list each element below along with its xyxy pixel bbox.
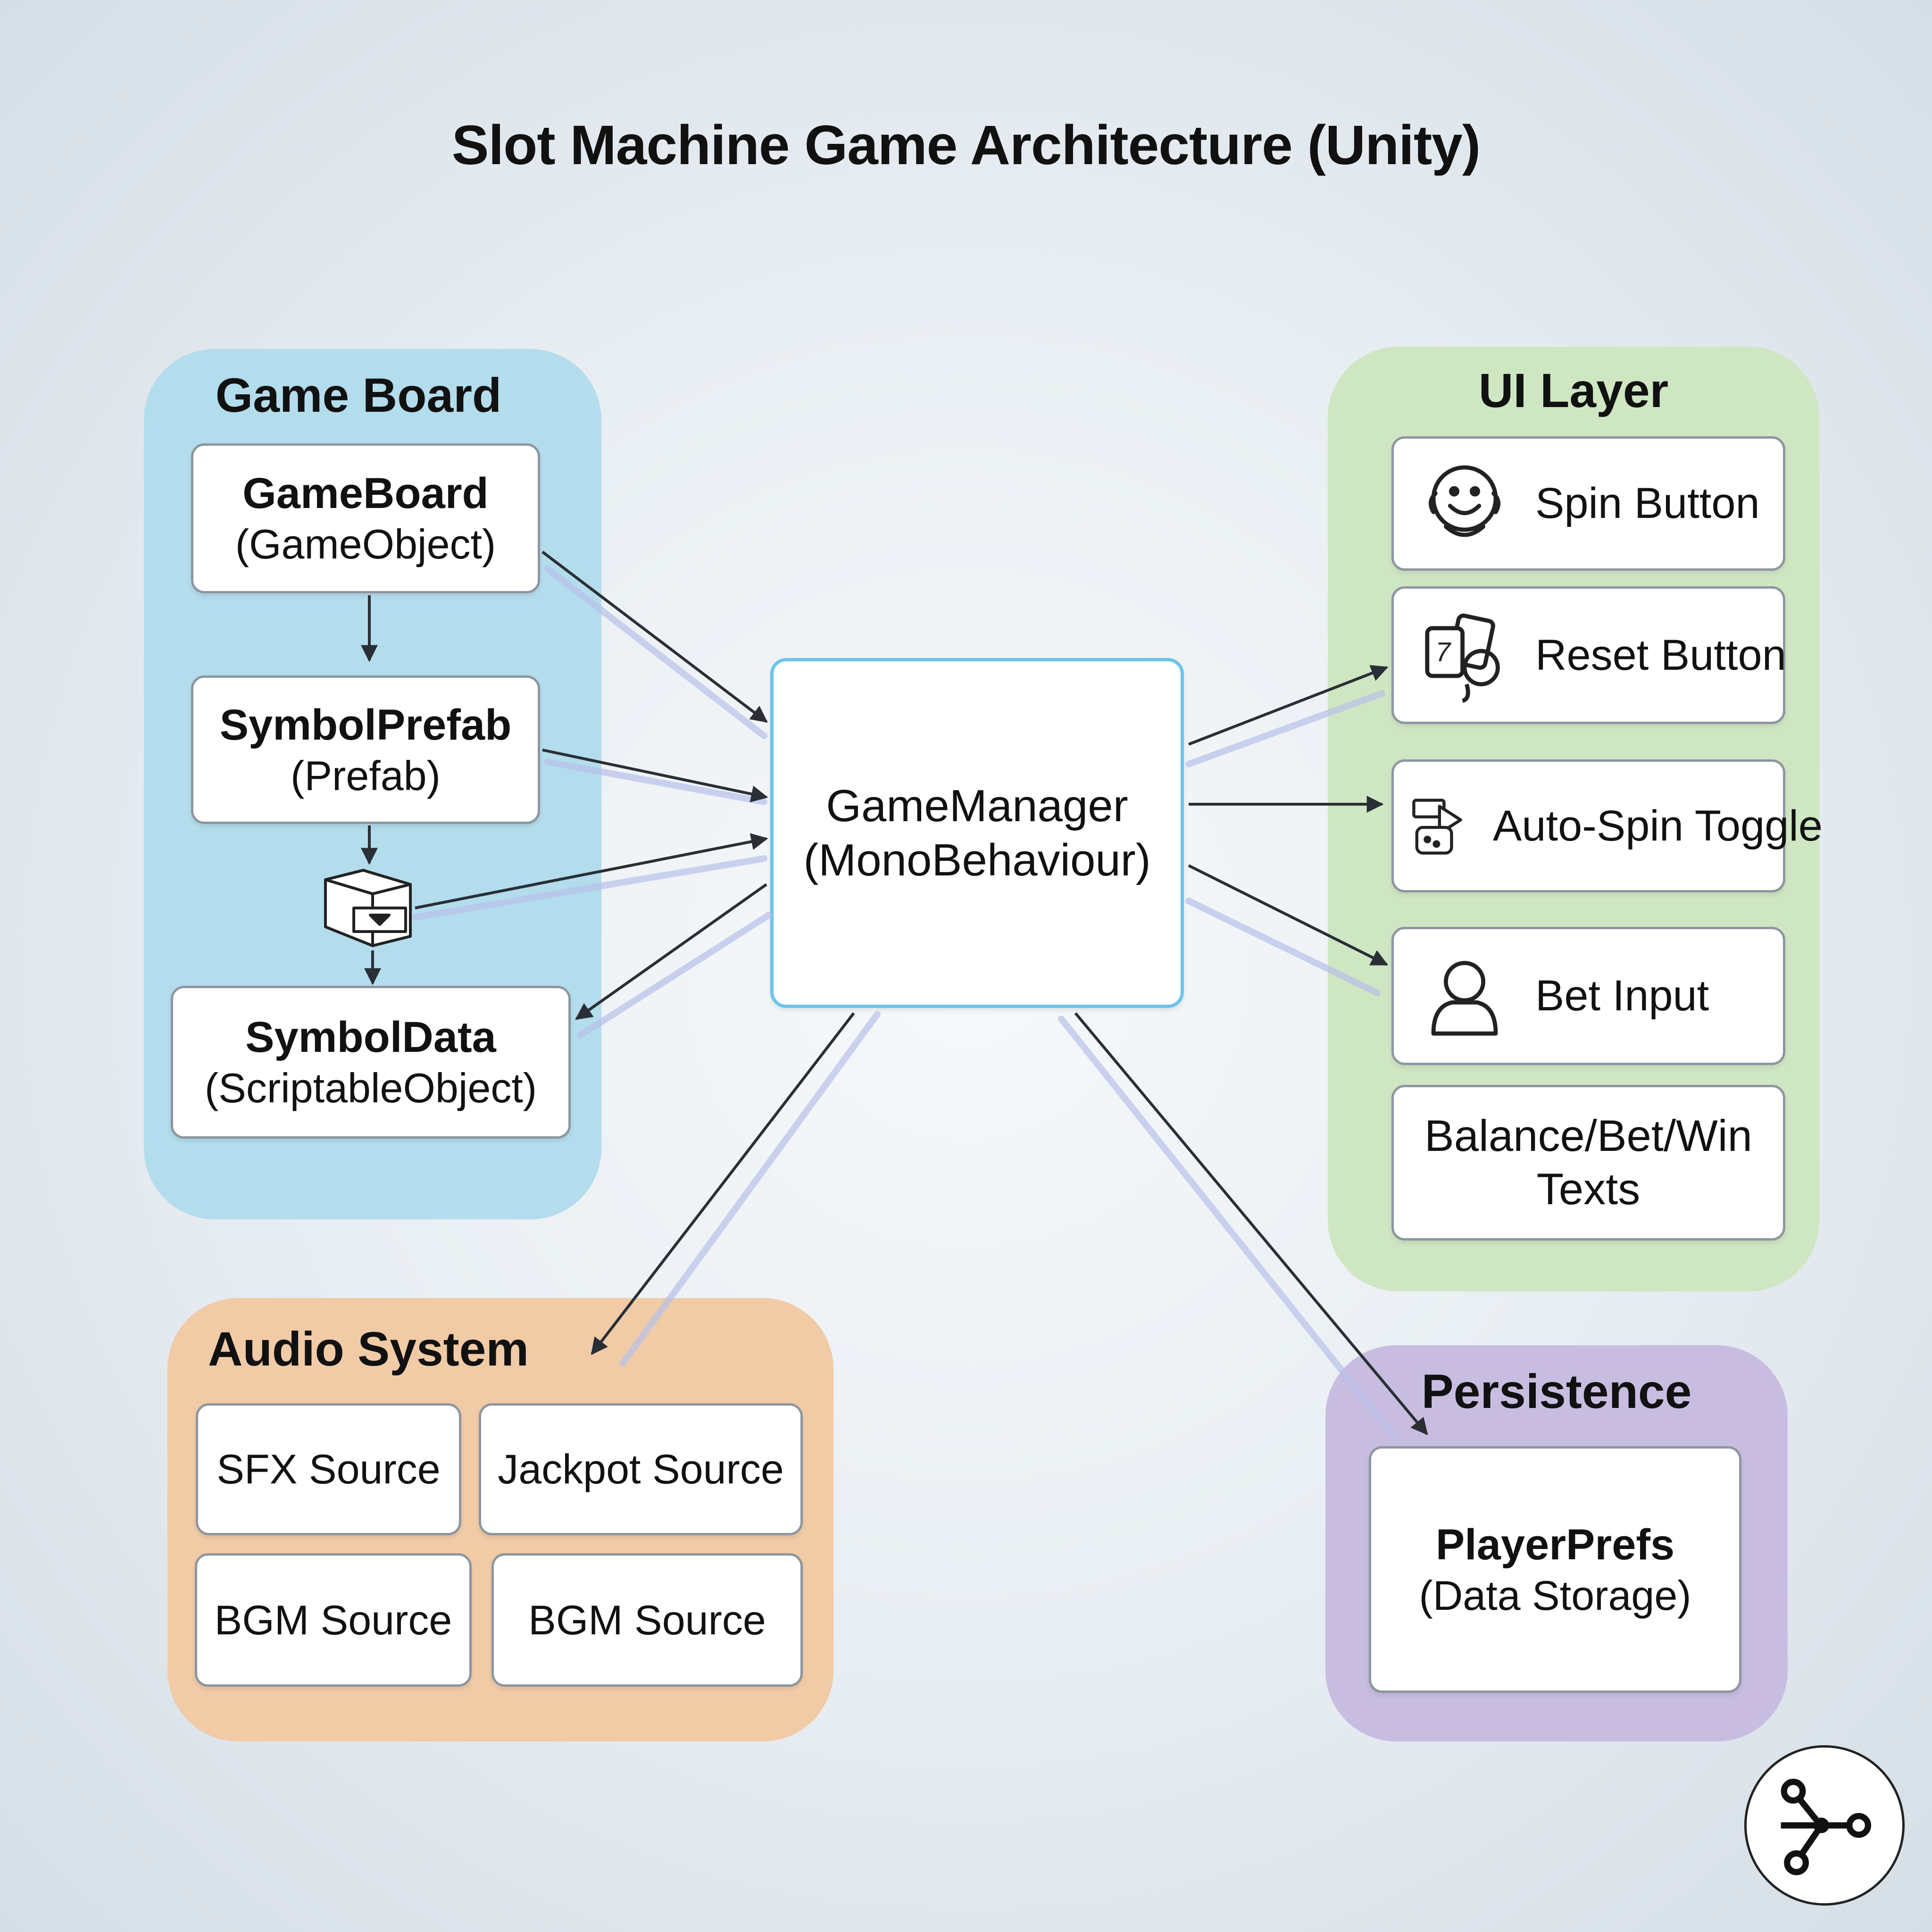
sfx-source-node[interactable]: SFX Source [196, 1403, 461, 1535]
bet-input-node[interactable]: Bet Input [1391, 927, 1785, 1065]
symbolprefab-name: SymbolPrefab [219, 700, 512, 749]
playerprefs-name: PlayerPrefs [1435, 1520, 1675, 1569]
gamemanager-type: (MonoBehaviour) [803, 835, 1151, 885]
user-icon [1431, 960, 1498, 1036]
auto-spin-toggle-label: Auto-Spin Toggle [1493, 801, 1823, 850]
balance-texts-line1: Balance/Bet/Win [1424, 1111, 1752, 1161]
spin-button-node[interactable]: Spin Button [1391, 436, 1785, 571]
symboldata-type: (ScriptableObject) [204, 1065, 537, 1112]
arrow-glow-lines [412, 565, 1399, 1442]
auto-spin-toggle-node[interactable]: Auto-Spin Toggle [1391, 759, 1823, 892]
symboldata-node[interactable]: SymbolData (ScriptableObject) [171, 986, 571, 1139]
symbolprefab-node[interactable]: SymbolPrefab (Prefab) [191, 675, 540, 824]
bgm-source-node-2[interactable]: BGM Source [491, 1553, 803, 1687]
ui-layer-title: UI Layer [1478, 364, 1669, 417]
smiley-face-icon [1429, 465, 1500, 537]
symboldata-name: SymbolData [245, 1013, 496, 1061]
network-graph-icon [1781, 1779, 1871, 1875]
diagram-title: Slot Machine Game Architecture (Unity) [451, 114, 1481, 176]
playerprefs-node[interactable]: PlayerPrefs (Data Storage) [1369, 1446, 1741, 1693]
sfx-source-label: SFX Source [217, 1446, 441, 1492]
balance-texts-line2: Texts [1536, 1164, 1641, 1214]
bgm-source-label-2: BGM Source [528, 1596, 766, 1643]
jackpot-source-node[interactable]: Jackpot Source [479, 1403, 803, 1535]
persistence-title: Persistence [1421, 1365, 1692, 1418]
bgm-source-node-1[interactable]: BGM Source [195, 1553, 472, 1687]
box-drawer-icon [324, 869, 412, 947]
cards-refresh-icon: 7 [1425, 613, 1500, 703]
game-board-title: Game Board [215, 368, 502, 422]
network-badge[interactable] [1744, 1745, 1905, 1906]
svg-text:7: 7 [1435, 637, 1451, 667]
playerprefs-type: (Data Storage) [1419, 1572, 1691, 1619]
balance-texts-node: Balance/Bet/Win Texts [1391, 1085, 1785, 1241]
gameboard-name: GameBoard [242, 469, 489, 517]
audio-system-title: Audio System [208, 1322, 529, 1376]
symbolprefab-type: (Prefab) [291, 752, 441, 799]
jackpot-source-label: Jackpot Source [498, 1446, 784, 1492]
spin-button-label: Spin Button [1535, 479, 1760, 527]
gamemanager-name: GameManager [826, 780, 1128, 831]
arrow-lines [361, 550, 1428, 1435]
toggle-shapes-icon [1412, 799, 1462, 855]
gameboard-node[interactable]: GameBoard (GameObject) [191, 443, 540, 593]
reset-button-label: Reset Button [1535, 631, 1786, 679]
bet-input-label: Bet Input [1535, 972, 1709, 1020]
gameboard-type: (GameObject) [235, 521, 496, 568]
gamemanager-node[interactable]: GameManager (MonoBehaviour) [770, 658, 1184, 1008]
reset-button-node[interactable]: 7 Reset Button [1391, 586, 1786, 724]
bgm-source-label-1: BGM Source [214, 1596, 452, 1643]
